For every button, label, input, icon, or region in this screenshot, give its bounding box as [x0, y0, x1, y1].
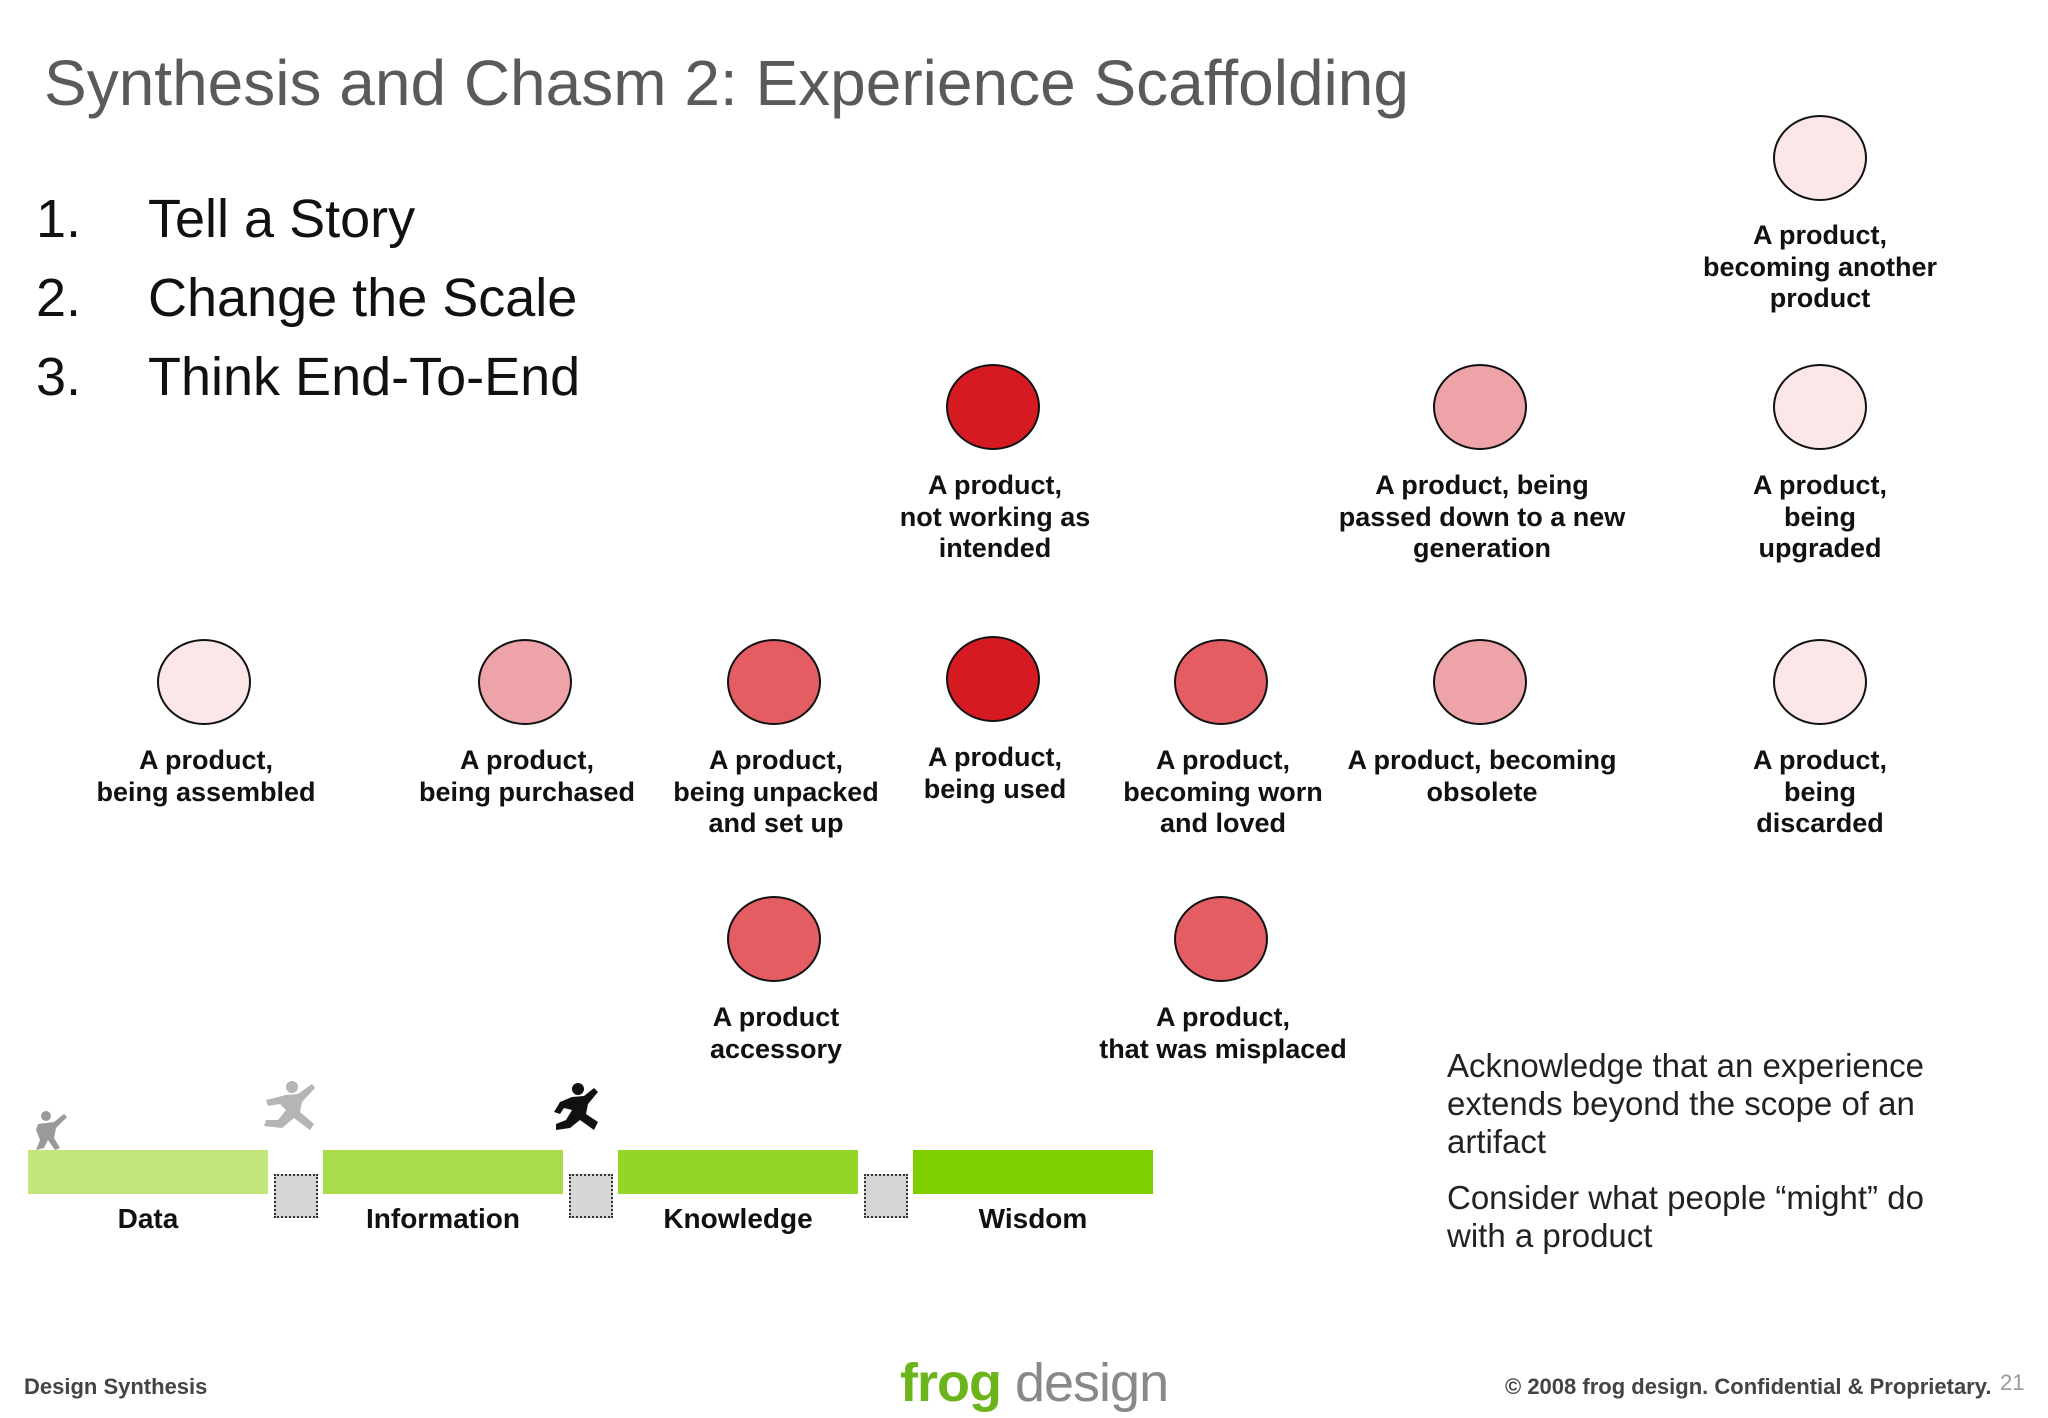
node-circle: [1174, 639, 1268, 725]
node-label: A product, that was misplaced: [1099, 1002, 1347, 1064]
page-title: Synthesis and Chasm 2: Experience Scaffo…: [44, 47, 1409, 119]
node-circle: [946, 364, 1040, 450]
node-circle: [1773, 364, 1867, 450]
node-label: A product, being discarded: [1753, 745, 1887, 838]
footer-right: © 2008 frog design. Confidential & Propr…: [1505, 1374, 1992, 1399]
node-label: A product accessory: [709, 1002, 843, 1064]
gap-box: [569, 1174, 613, 1218]
gap-box: [274, 1174, 318, 1218]
node-circle: [1773, 639, 1867, 725]
node-label: A product, being assembled: [96, 745, 316, 807]
node-label: A product, being unpacked and set up: [673, 745, 879, 838]
node-circle: [1174, 896, 1268, 982]
logo-frog: frog: [900, 1353, 1002, 1413]
note-text: Consider what people “might” do with a p…: [1447, 1179, 1924, 1254]
list-number: 1.: [36, 189, 82, 249]
node-circle: [1773, 115, 1867, 201]
node-circle: [727, 639, 821, 725]
footer-left: Design Synthesis: [24, 1374, 208, 1399]
logo-design: design: [1000, 1353, 1169, 1413]
list-item: 3. Think End-To-End: [36, 346, 580, 408]
list-item: 1. Tell a Story: [36, 188, 415, 250]
list-number: 3.: [36, 347, 82, 407]
jumping-figure-black-icon: [554, 1083, 598, 1130]
node-label: A product, becoming another product: [1702, 220, 1938, 313]
jumping-figure-gray-icon: [264, 1081, 315, 1130]
stage-bar-information: [323, 1150, 563, 1194]
crouching-figure-icon: [36, 1111, 67, 1150]
stage-bar-data: [28, 1150, 268, 1194]
stage-bar-wisdom: [913, 1150, 1153, 1194]
node-circle: [946, 636, 1040, 722]
note-text: Acknowledge that an experience extends b…: [1447, 1047, 1924, 1160]
stage-label: Wisdom: [978, 1203, 1088, 1234]
stage-bar-knowledge: [618, 1150, 858, 1194]
list-text: Think End-To-End: [148, 347, 581, 407]
node-label: A product, becoming obsolete: [1347, 745, 1617, 807]
stage-label: Data: [117, 1203, 179, 1234]
node-circle: [157, 639, 251, 725]
list-number: 2.: [36, 268, 82, 328]
node-label: A product, not working as intended: [899, 470, 1091, 563]
node-label: A product, being passed down to a new ge…: [1338, 470, 1626, 563]
node-label: A product, becoming worn and loved: [1123, 745, 1323, 838]
stage-label: Information: [366, 1203, 520, 1234]
node-circle: [1433, 639, 1527, 725]
page-number: 21: [2000, 1370, 2025, 1395]
node-circle: [478, 639, 572, 725]
node-circle: [1433, 364, 1527, 450]
node-label: A product, being used: [923, 742, 1067, 804]
list-text: Tell a Story: [148, 189, 416, 249]
node-circle: [727, 896, 821, 982]
list-item: 2. Change the Scale: [36, 267, 577, 329]
stage-label: Knowledge: [663, 1203, 813, 1234]
frog-design-logo: frog design: [900, 1352, 1169, 1414]
list-text: Change the Scale: [148, 268, 578, 328]
node-label: A product, being purchased: [418, 745, 636, 807]
node-label: A product, being upgraded: [1753, 470, 1887, 563]
gap-box: [864, 1174, 908, 1218]
